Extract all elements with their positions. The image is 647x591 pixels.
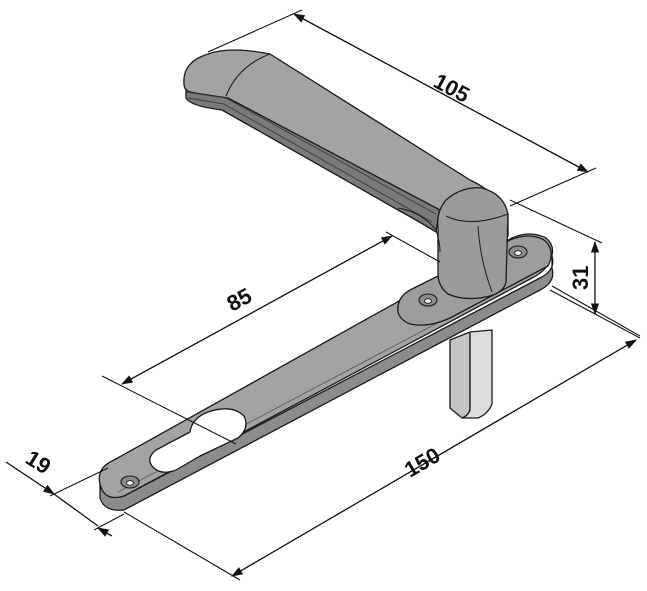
- screw-hole-lower: [120, 475, 140, 489]
- dimension-label-105: 105: [430, 68, 474, 107]
- screw-hole-mid: [418, 293, 438, 307]
- dimension-label-85: 85: [223, 283, 256, 317]
- square-spindle: [449, 329, 493, 419]
- dimension-label-150: 150: [400, 442, 444, 482]
- dimension-label-19: 19: [21, 445, 55, 479]
- screw-hole-upper: [508, 245, 528, 259]
- dimension-label-31: 31: [568, 266, 593, 290]
- dimension-31: 31: [509, 199, 641, 339]
